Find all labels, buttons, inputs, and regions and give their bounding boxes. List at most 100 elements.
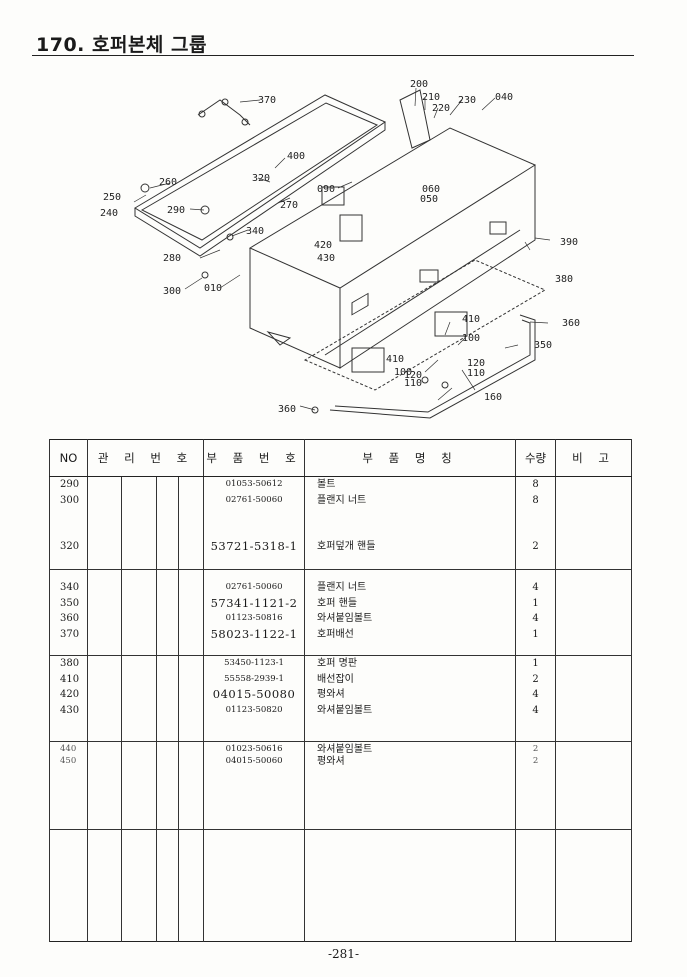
row-part-no: 55558-2939-1: [224, 673, 284, 684]
row-part-name: 평와셔: [317, 689, 345, 701]
callout-430: 430: [317, 253, 335, 264]
callout-280: 280: [163, 253, 181, 264]
table-row-group: 440 450 01023-50616 04015-50060 와셔붙임볼트 평…: [49, 741, 633, 830]
table-header: NO 관 리 번 호 부 품 번 호 부 품 명 칭 수량 비 고: [49, 439, 633, 477]
callout-300: 300: [163, 286, 181, 297]
row-part-name: 플랜지 너트: [317, 494, 367, 506]
callout-390: 390: [560, 237, 578, 248]
callout-230: 230: [458, 95, 476, 106]
row-qty: 4: [532, 613, 539, 625]
callout-410-b: 410: [386, 354, 404, 365]
row-no: 360: [60, 613, 80, 625]
row-part-no: 02761-50060: [225, 582, 283, 592]
row-part-no: 57341-1121-2: [210, 595, 298, 610]
callout-200: 200: [410, 79, 428, 90]
callout-370: 370: [258, 95, 276, 106]
row-part-no: 53721-5318-1: [210, 539, 298, 554]
row-no: 450: [60, 755, 77, 766]
header-qty: 수량: [515, 439, 557, 477]
row-part-no: 04015-50080: [212, 687, 296, 702]
callout-120-b: 120: [404, 370, 422, 381]
callout-060: 060: [422, 184, 440, 195]
hopper-lid: [134, 94, 387, 257]
callout-010: 010: [204, 283, 222, 294]
row-qty: 4: [532, 582, 539, 593]
callout-340: 340: [246, 226, 264, 237]
callout-240: 240: [100, 208, 118, 219]
row-part-no: 53450-1123-1: [224, 658, 284, 668]
row-part-no: 01123-50820: [225, 704, 283, 715]
row-part-name: 호퍼 명판: [317, 658, 358, 669]
callout-100-b: 100: [394, 367, 412, 378]
header-part-no: 부 품 번 호: [203, 439, 306, 477]
row-part-name: 와셔붙임볼트: [317, 704, 373, 716]
row-no: 320: [60, 541, 80, 553]
page-title: 170. 호퍼본체 그룹: [36, 34, 207, 56]
callout-050: 050: [420, 194, 438, 205]
callout-220: 220: [432, 103, 450, 114]
row-part-no: 01023-50616: [225, 744, 283, 754]
table-row-group: 380 410 420 430 53450-1123-1 55558-2939-…: [49, 655, 633, 742]
hopper-handle: [329, 314, 536, 419]
row-part-name: 배선잡이: [317, 673, 354, 685]
row-no: 420: [60, 689, 80, 701]
callout-360-b: 360: [278, 404, 296, 415]
callout-360: 360: [562, 318, 580, 329]
header-management-no: 관 리 번 호: [86, 439, 205, 477]
leader-lines: [133, 87, 551, 411]
table-row-group: 340 350 360 370 02761-50060 57341-1121-2…: [49, 569, 633, 656]
parts-table: NO 관 리 번 호 부 품 번 호 부 품 명 칭 수량 비 고 290 30…: [49, 439, 633, 942]
row-no: 300: [60, 494, 80, 506]
callout-160: 160: [484, 392, 502, 403]
hopper-body: [248, 89, 547, 391]
callout-110-b: 110: [404, 378, 422, 389]
row-part-no: 01123-50816: [225, 613, 283, 624]
row-part-name: 호퍼덮개 핸들: [317, 541, 376, 553]
callout-260: 260: [159, 177, 177, 188]
callout-410: 410: [462, 314, 480, 325]
row-qty: 1: [532, 658, 539, 669]
callout-350: 350: [534, 340, 552, 351]
row-qty: 2: [532, 541, 539, 553]
row-part-no: 58023-1122-1: [210, 626, 298, 641]
header-remarks: 비 고: [555, 439, 633, 477]
row-part-no: 04015-50060: [225, 755, 283, 766]
bolts: [140, 183, 449, 414]
table-row-group: 290 300 320 01053-50612 02761-50060 5372…: [49, 476, 633, 570]
row-no: 370: [60, 628, 80, 640]
row-no: 410: [60, 673, 80, 685]
row-qty: 8: [532, 479, 539, 490]
row-qty: 4: [532, 689, 539, 701]
exploded-parts-diagram: 370 200 210 220 230 040 400 320 260 250 …: [90, 70, 600, 435]
callout-270: 270: [280, 200, 298, 211]
callout-090: 090: [317, 184, 335, 195]
row-part-name: 플랜지 너트: [317, 582, 367, 593]
row-part-no: 02761-50060: [225, 494, 283, 505]
row-qty: 2: [532, 744, 539, 754]
row-no: 350: [60, 597, 80, 609]
callout-290: 290: [167, 205, 185, 216]
callout-250: 250: [103, 192, 121, 203]
row-no: 340: [60, 582, 80, 593]
row-qty: 2: [532, 755, 539, 766]
callout-100: 100: [462, 333, 480, 344]
row-no: 290: [60, 479, 80, 490]
callout-120: 120: [467, 358, 485, 369]
row-part-name: 와셔붙임볼트: [317, 744, 373, 755]
callout-420: 420: [314, 240, 332, 251]
row-qty: 1: [532, 628, 539, 640]
page-number: -281-: [327, 947, 359, 961]
row-part-name: 호퍼 핸들: [317, 597, 358, 609]
row-qty: 2: [532, 673, 539, 685]
callout-040: 040: [495, 92, 513, 103]
table-empty-row: [49, 829, 633, 942]
wiring-harness: [197, 98, 251, 126]
row-part-name: 와셔붙임볼트: [317, 613, 373, 625]
row-part-name: 볼트: [317, 479, 336, 490]
callout-labels: 370 200 210 220 230 040 400 320 260 250 …: [100, 79, 580, 415]
row-no: 440: [60, 744, 77, 754]
row-qty: 8: [532, 494, 539, 506]
row-qty: 4: [532, 704, 539, 716]
callout-210: 210: [422, 92, 440, 103]
row-part-name: 호퍼배선: [317, 628, 354, 640]
